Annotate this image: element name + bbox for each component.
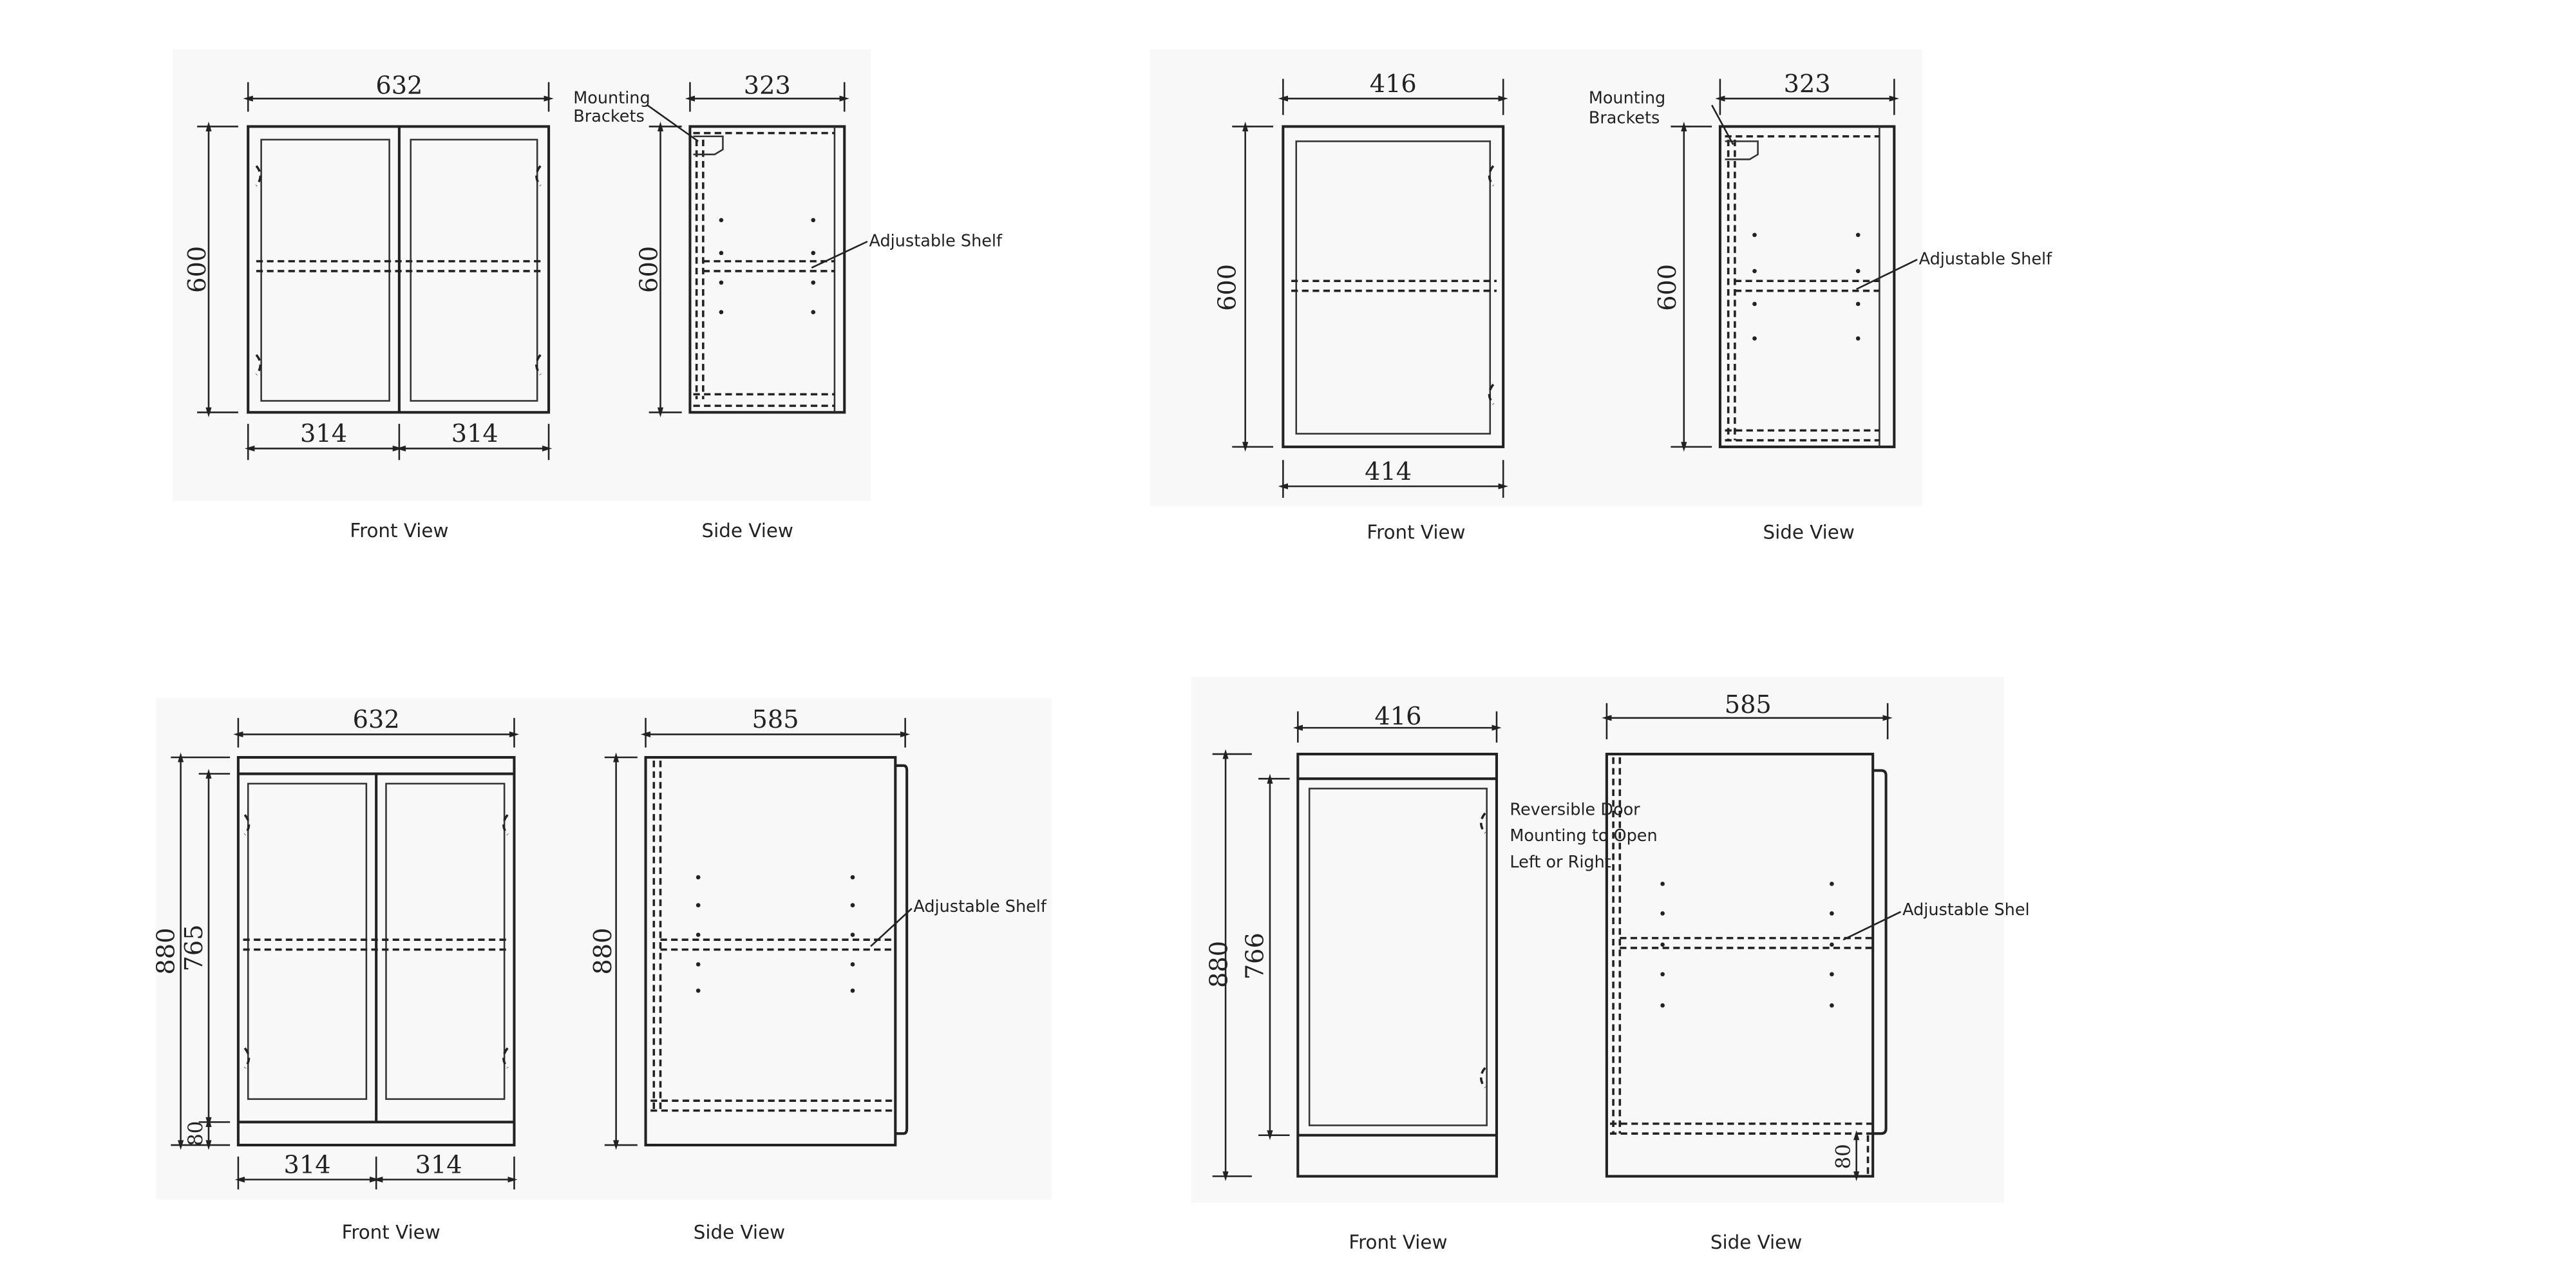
front-view: 416 880 766 Reversible Door Mounting to … bbox=[1205, 702, 1658, 1253]
door-right-dimension: 314 bbox=[415, 1150, 462, 1179]
depth-dimension: 323 bbox=[1784, 70, 1831, 99]
drawing-single-floor-cabinet: 416 880 766 Reversible Door Mounting to … bbox=[1191, 677, 2030, 1253]
side-view: 585 80 Adjustable Shel Side View bbox=[1602, 690, 2030, 1253]
side-height-dimension: 600 bbox=[634, 246, 663, 293]
front-view-caption: Front View bbox=[342, 1221, 440, 1243]
kickboard-dimension: 80 bbox=[1832, 1144, 1855, 1169]
door-height-dimension: 766 bbox=[1241, 933, 1270, 980]
mounting-brackets-label: Mounting bbox=[1589, 89, 1665, 108]
side-view-caption: Side View bbox=[694, 1221, 785, 1243]
front-view-caption: Front View bbox=[1367, 522, 1465, 544]
mounting-brackets-label-line2: Brackets bbox=[1589, 108, 1660, 128]
side-view: 323 600 Mounting Brackets Adjustable She… bbox=[1589, 70, 2052, 544]
width-dimension: 632 bbox=[375, 71, 422, 100]
side-view: 585 880 Adjustable Shelf Side View bbox=[589, 705, 1047, 1243]
side-height-dimension: 880 bbox=[589, 928, 618, 975]
adjustable-shelf-label: Adjustable Shelf bbox=[869, 232, 1003, 251]
bottom-width-dimension: 414 bbox=[1365, 457, 1412, 486]
mounting-brackets-label: Mounting bbox=[573, 89, 650, 108]
door-height-dimension: 765 bbox=[180, 924, 209, 971]
front-view: 632 880 765 80 314 314 Front View bbox=[151, 705, 520, 1243]
front-view: 632 600 314 314 Front View bbox=[183, 71, 554, 542]
reversible-door-label-line3: Left or Right bbox=[1510, 853, 1611, 872]
adjustable-shelf-label: Adjustable Shelf bbox=[1919, 250, 2053, 269]
door-left-dimension: 314 bbox=[284, 1150, 331, 1179]
front-view-caption: Front View bbox=[1349, 1231, 1447, 1253]
adjustable-shelf-label: Adjustable Shel bbox=[1902, 900, 2030, 920]
side-height-dimension: 600 bbox=[1653, 264, 1682, 311]
front-view: 416 600 414 Front View bbox=[1213, 70, 1508, 544]
door-right-dimension: 314 bbox=[451, 419, 498, 448]
width-dimension: 416 bbox=[1370, 70, 1417, 99]
height-dimension: 880 bbox=[151, 928, 180, 975]
depth-dimension: 585 bbox=[752, 705, 799, 734]
drawing-double-wall-cabinet: 632 600 314 314 Front View 323 600 Mount… bbox=[172, 49, 1003, 542]
front-view-caption: Front View bbox=[350, 520, 448, 542]
width-dimension: 632 bbox=[353, 705, 400, 734]
reversible-door-label-line2: Mounting to Open bbox=[1510, 826, 1657, 846]
width-dimension: 416 bbox=[1374, 702, 1421, 731]
height-dimension: 600 bbox=[1213, 264, 1242, 311]
reversible-door-label: Reversible Door bbox=[1510, 800, 1640, 819]
side-view-caption: Side View bbox=[1763, 522, 1854, 544]
drawing-single-wall-cabinet: 416 600 414 Front View 323 600 Mounting … bbox=[1150, 49, 2052, 544]
kickboard-dimension: 80 bbox=[185, 1121, 207, 1146]
drawing-double-floor-cabinet: 632 880 765 80 314 314 Front View 585 88… bbox=[151, 698, 1052, 1243]
side-view: 323 600 Mounting Brackets Adjustable She… bbox=[573, 71, 1003, 542]
door-left-dimension: 314 bbox=[300, 419, 347, 448]
depth-dimension: 585 bbox=[1725, 690, 1772, 719]
side-view-caption: Side View bbox=[702, 520, 793, 542]
side-view-caption: Side View bbox=[1710, 1231, 1802, 1253]
mounting-brackets-label-line2: Brackets bbox=[573, 107, 644, 126]
adjustable-shelf-label: Adjustable Shelf bbox=[913, 897, 1047, 916]
height-dimension: 600 bbox=[183, 246, 212, 293]
height-dimension: 880 bbox=[1205, 941, 1234, 988]
depth-dimension: 323 bbox=[744, 71, 791, 100]
